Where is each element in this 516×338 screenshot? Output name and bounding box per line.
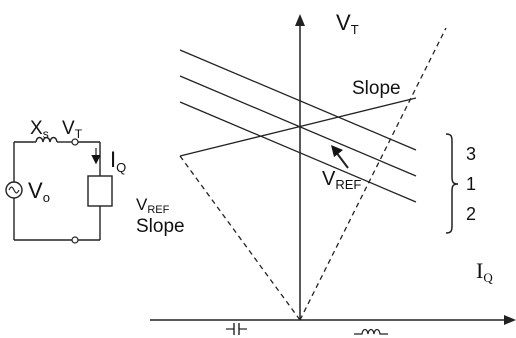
source-voltage-label: Vo (28, 178, 50, 205)
characteristic-line-middle (179, 75, 417, 177)
load-box (87, 175, 113, 207)
slope-characteristic-line (179, 97, 417, 157)
circuit: Xs VT IQ Vo VREF Slope (5, 118, 185, 244)
axis-inductor-icon (354, 328, 388, 335)
voltage-axis-label: VT (336, 10, 359, 37)
inductor-icon (35, 136, 58, 143)
brace-number-3: 3 (466, 144, 476, 164)
right-brace-icon (445, 133, 459, 234)
current-axis-label: IQ (476, 258, 493, 285)
capacitor-icon (226, 323, 247, 335)
current-axis-arrow-icon (504, 315, 516, 325)
sine-wave-icon (8, 186, 20, 194)
voltage-axis-arrow-icon (295, 14, 305, 26)
characteristic-line-top (179, 49, 417, 151)
slope-label: Slope (352, 78, 401, 99)
vref-label: VREF (322, 168, 361, 192)
brace-number-2: 2 (466, 204, 476, 224)
vref-arrow-head-icon (331, 145, 343, 157)
left-vref-label: VREF (136, 195, 170, 216)
reactance-label: Xs (30, 118, 49, 141)
capacitive-limit-dashed-line (179, 155, 301, 321)
terminal-node-bottom-icon (71, 236, 79, 244)
inductive-limit-dashed-line (299, 27, 447, 321)
characteristic-line-bottom (179, 101, 417, 203)
brace-number-1: 1 (466, 174, 476, 194)
terminal-voltage-label: VT (62, 118, 83, 141)
vref-arrow-shaft (335, 151, 349, 169)
current-label: IQ (110, 147, 126, 175)
vi-characteristic-plot: VT IQ Slope VREF 3 1 2 (150, 10, 516, 335)
left-slope-label: Slope (136, 216, 185, 237)
